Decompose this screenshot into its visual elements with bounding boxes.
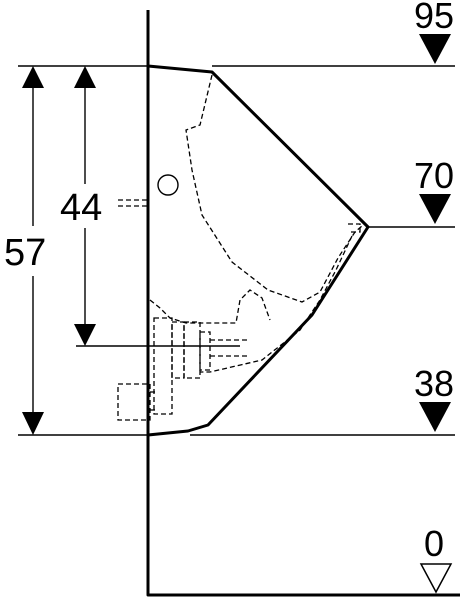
dimension-57-label: 57 xyxy=(4,232,46,274)
urinal-outline xyxy=(147,64,370,437)
level-label-95: 95 xyxy=(414,0,454,36)
wall-and-floor-line xyxy=(146,10,460,597)
level-marker-38: 38 xyxy=(414,363,454,432)
level-label-0: 0 xyxy=(424,523,444,564)
level-marker-70: 70 xyxy=(414,155,454,224)
arrowhead-up-icon xyxy=(74,66,96,88)
dimension-44: 44 xyxy=(60,66,102,346)
water-inlet-icon xyxy=(157,174,179,196)
filled-triangle-icon xyxy=(419,402,451,432)
filled-triangle-icon xyxy=(419,194,451,224)
arrowhead-down-icon xyxy=(74,324,96,346)
level-marker-0: 0 xyxy=(419,523,453,594)
urinal-hidden-lines xyxy=(117,74,363,421)
level-label-38: 38 xyxy=(414,363,454,404)
level-marker-95: 95 xyxy=(414,0,454,64)
dimension-44-label: 44 xyxy=(60,187,102,229)
arrowhead-up-icon xyxy=(22,66,44,88)
level-label-70: 70 xyxy=(414,155,454,196)
filled-triangle-icon xyxy=(419,34,451,64)
dimension-57: 57 xyxy=(4,66,46,435)
arrowhead-down-icon xyxy=(22,412,44,435)
hollow-triangle-icon xyxy=(419,563,453,594)
